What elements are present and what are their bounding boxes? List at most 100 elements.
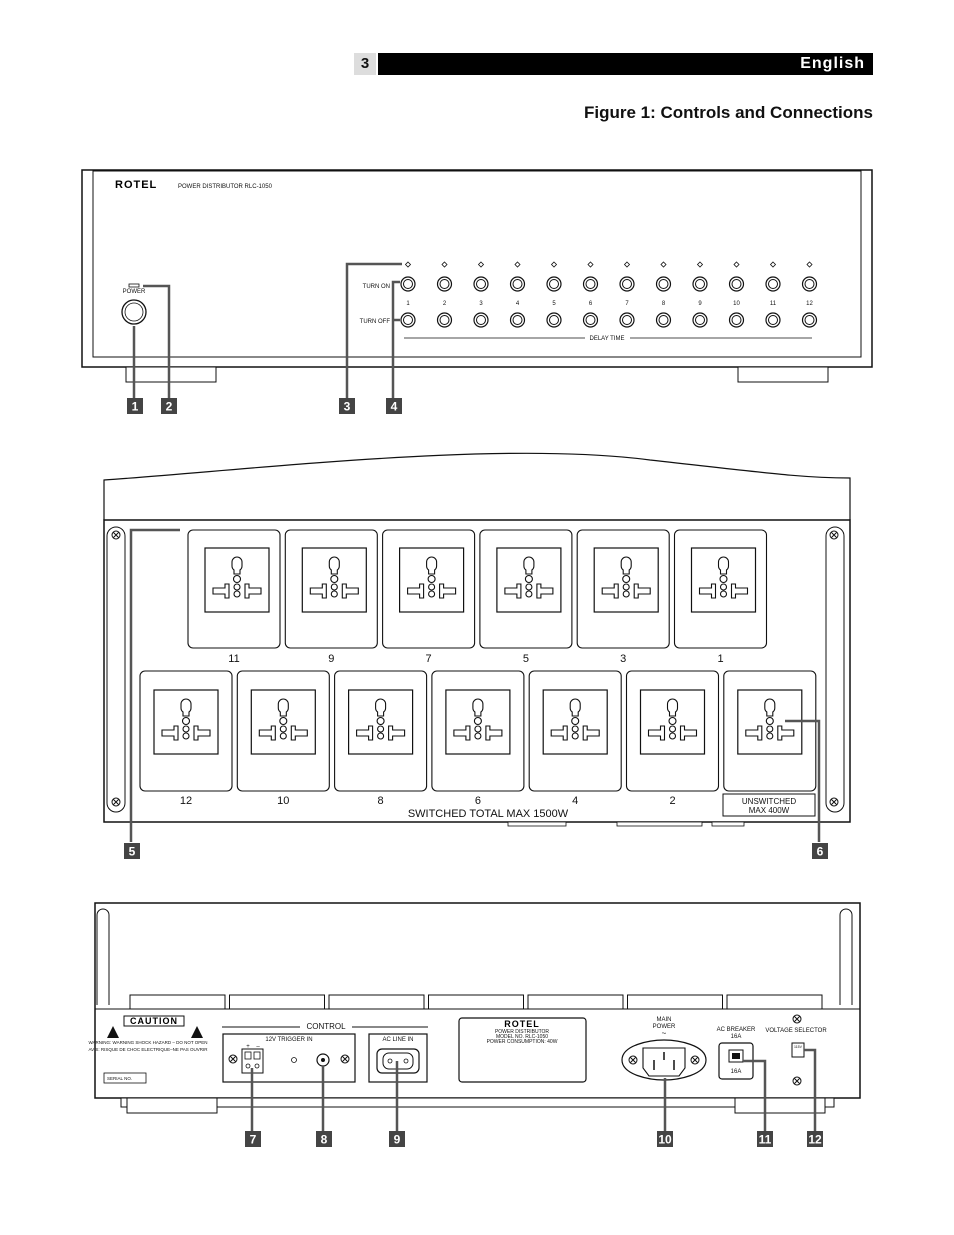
turn-on-knob-1[interactable] — [400, 276, 416, 292]
delay-channel-6: 6 — [582, 261, 599, 328]
page-number: 3 — [354, 53, 376, 75]
turn-on-knob-7[interactable] — [619, 276, 635, 292]
delay-number-9: 9 — [698, 301, 702, 307]
callout-12: 12 — [807, 1131, 823, 1147]
outlet-number: 7 — [426, 653, 432, 665]
unswitched-max-label: MAX 400W — [749, 806, 790, 815]
delay-number-5: 5 — [552, 301, 556, 307]
turn-off-knob-10[interactable] — [728, 312, 745, 328]
callout-7: 7 — [245, 1131, 261, 1147]
outlet-unswitched — [723, 670, 817, 792]
front-brand-logo: ROTEL — [115, 179, 157, 191]
rear-vent — [726, 994, 823, 1010]
rear-vent — [229, 994, 325, 1010]
turn-off-knob-12[interactable] — [801, 312, 818, 328]
turn-off-knob-7[interactable] — [619, 312, 635, 328]
turn-off-knob-2[interactable] — [436, 312, 453, 328]
turn-off-knob-4[interactable] — [509, 312, 526, 328]
outlet-number: 11 — [228, 653, 239, 665]
channel-led — [806, 261, 813, 268]
outlet-1: 1 — [673, 529, 768, 665]
turn-off-knob-3[interactable] — [473, 312, 489, 328]
trigger-minus: – — [256, 1044, 260, 1050]
channel-led — [550, 261, 558, 268]
channel-led — [477, 261, 485, 268]
callout-11: 11 — [757, 1131, 773, 1147]
delay-number-1: 1 — [406, 301, 410, 307]
turn-on-knob-11[interactable] — [765, 276, 781, 292]
callout-1: 1 — [127, 398, 143, 414]
ac-breaker-value: 16A — [731, 1069, 742, 1075]
rear-vent — [129, 994, 226, 1010]
outlet-5: 5 — [479, 529, 573, 665]
attention-icon — [191, 1026, 203, 1038]
turn-on-knob-8[interactable] — [655, 276, 672, 292]
delay-channel-8: 8 — [655, 261, 672, 328]
turn-on-knob-4[interactable] — [509, 276, 526, 292]
delay-channel-12: 12 — [801, 261, 818, 328]
main-power-label-2: POWER — [653, 1024, 676, 1030]
delay-number-2: 2 — [443, 301, 447, 307]
delay-channel-10: 10 — [728, 261, 745, 328]
callout-number: 5 — [129, 845, 136, 859]
power-led — [128, 283, 140, 288]
outlet-number: 8 — [378, 795, 384, 807]
outlet-number: 10 — [277, 795, 289, 807]
callout-3: 3 — [339, 398, 355, 414]
universal-socket-icon — [445, 689, 511, 755]
outlet-number: 6 — [475, 795, 481, 807]
serial-label: SERIAL NO. — [107, 1076, 132, 1081]
universal-socket-icon — [593, 547, 659, 613]
warning-text-fr: AVIS: RISQUE DE CHOC ELECTRIQUE–NE PAS O… — [88, 1047, 208, 1052]
callout-number: 8 — [321, 1133, 328, 1147]
channel-led — [587, 261, 594, 268]
outlet-number: 1 — [717, 653, 723, 665]
ac-breaker-label: AC BREAKER — [717, 1027, 756, 1033]
turn-on-knob-12[interactable] — [801, 276, 818, 292]
turn-off-knob-5[interactable] — [546, 312, 562, 328]
turn-on-knob-2[interactable] — [436, 276, 453, 292]
universal-socket-icon — [542, 689, 608, 755]
delay-number-6: 6 — [589, 301, 593, 307]
callout-leaders — [129, 262, 821, 1131]
ac-symbol: ~ — [662, 1029, 667, 1038]
outlet-6: 6 — [431, 670, 525, 807]
main-power-label: MAIN — [657, 1017, 672, 1023]
delay-number-7: 7 — [625, 301, 629, 307]
front-panel: ROTEL POWER DISTRIBUTOR RLC-1050 POWER T… — [81, 169, 873, 383]
callout-number: 4 — [391, 400, 398, 414]
ac-breaker-rating: 16A — [731, 1034, 742, 1040]
turn-on-knob-3[interactable] — [473, 276, 489, 292]
universal-socket-icon — [250, 689, 316, 755]
callout-number: 3 — [344, 400, 351, 414]
callout-number: 1 — [132, 400, 139, 414]
plate-line-3: POWER CONSUMPTION: 40W — [487, 1039, 558, 1045]
delay-channel-9: 9 — [692, 261, 708, 328]
rear-panel: CAUTION WARNING: WARNING SHOCK HAZARD – … — [88, 902, 861, 1114]
turn-off-knob-6[interactable] — [582, 312, 599, 328]
turn-on-knob-10[interactable] — [728, 276, 745, 292]
turn-on-knob-5[interactable] — [546, 276, 562, 292]
turn-on-label: TURN ON — [363, 284, 390, 290]
turn-on-knob-6[interactable] — [582, 276, 599, 292]
outlet-number: 12 — [180, 795, 192, 807]
plate-line-1: POWER DISTRIBUTOR — [495, 1029, 549, 1035]
warning-text-en: WARNING: WARNING SHOCK HAZARD – DO NOT O… — [88, 1040, 207, 1045]
outlet-8: 8 — [334, 670, 428, 807]
channel-led — [769, 261, 777, 268]
outlet-10: 10 — [236, 670, 330, 807]
power-button[interactable] — [121, 299, 147, 325]
channel-led — [514, 261, 521, 268]
outlet-9: 9 — [284, 529, 378, 665]
turn-on-knob-9[interactable] — [692, 276, 708, 292]
trigger-plus: + — [246, 1044, 250, 1050]
turn-off-knob-11[interactable] — [765, 312, 781, 328]
turn-off-knob-1[interactable] — [400, 312, 416, 328]
universal-socket-icon — [639, 689, 706, 755]
delay-number-12: 12 — [806, 301, 813, 307]
turn-off-knob-8[interactable] — [655, 312, 672, 328]
callout-8: 8 — [316, 1131, 332, 1147]
figure-title: Figure 1: Controls and Connections — [583, 103, 873, 122]
turn-off-knob-9[interactable] — [692, 312, 708, 328]
